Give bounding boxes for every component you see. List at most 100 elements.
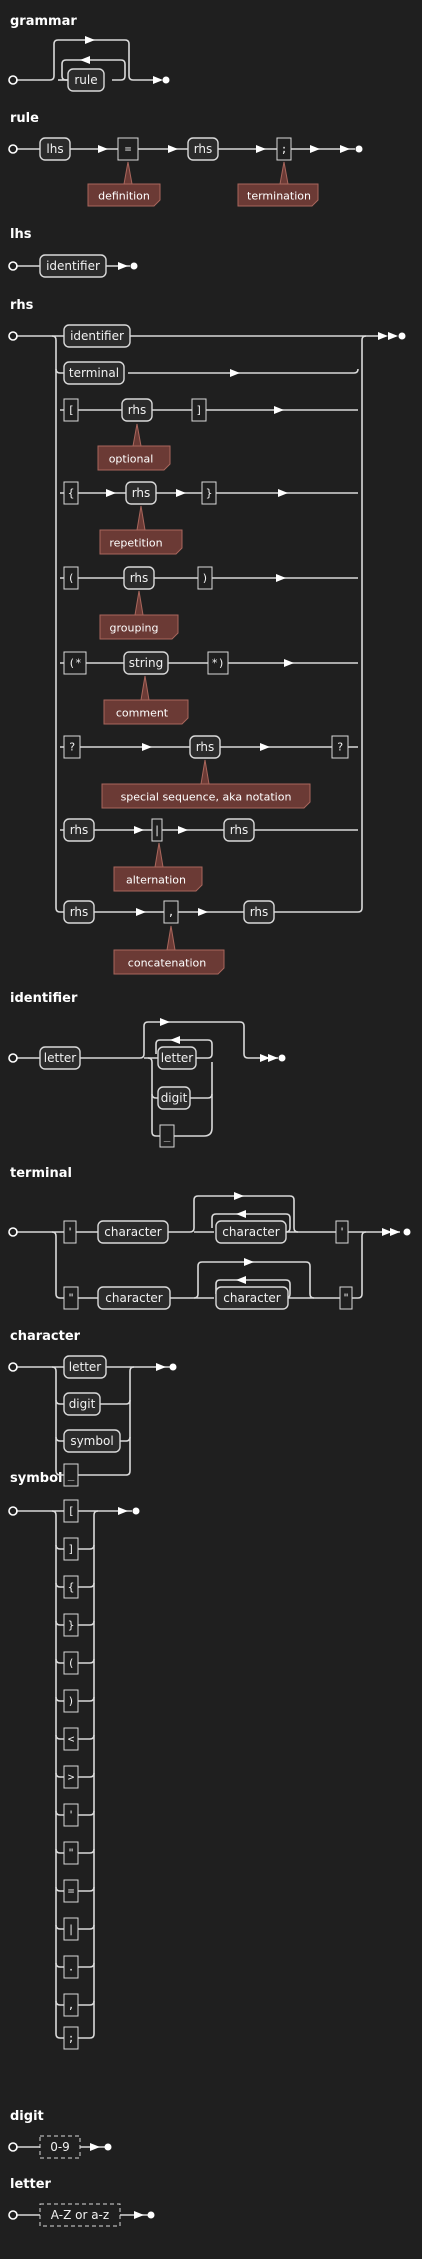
diagram-letter: A-Z or a-z: [8, 2203, 155, 2227]
symbol-squote[interactable]: ': [63, 1803, 79, 1827]
rule-semicolon-terminal[interactable]: ;: [276, 137, 292, 161]
svg-text:{: {: [68, 487, 75, 500]
symbol-equals[interactable]: =: [63, 1879, 79, 1903]
svg-text:rhs: rhs: [230, 823, 249, 837]
terminal-character-node-2[interactable]: character: [97, 1286, 171, 1310]
rhs-identifier-node[interactable]: identifier: [63, 324, 131, 348]
rhs-alternation-left-node[interactable]: rhs: [63, 818, 95, 842]
rhs-lparen-terminal[interactable]: (: [63, 566, 79, 590]
svg-text:,: ,: [68, 1999, 75, 2012]
character-end-terminal: [169, 1363, 177, 1371]
svg-text:letter: letter: [69, 1360, 102, 1374]
svg-text:{: {: [68, 1581, 75, 1594]
identifier-underscore-terminal[interactable]: _: [159, 1124, 175, 1148]
svg-text:rhs: rhs: [196, 740, 215, 754]
symbol-rparen[interactable]: ): [63, 1689, 79, 1713]
rhs-alternation-right-node[interactable]: rhs: [223, 818, 255, 842]
symbol-lbracket[interactable]: [: [63, 1499, 79, 1523]
rhs-rbracket-terminal[interactable]: ]: [191, 398, 207, 422]
rhs-start-terminal: [8, 331, 18, 341]
terminal-character-node-1[interactable]: character: [97, 1220, 169, 1244]
symbol-lbrace[interactable]: {: [63, 1575, 79, 1599]
terminal-dquote-open[interactable]: ": [63, 1286, 79, 1310]
identifier-loop-letter-node[interactable]: letter: [157, 1046, 197, 1070]
note-alternation: alternation: [113, 842, 203, 892]
grammar-rule-node[interactable]: rule: [67, 68, 105, 92]
rhs-concatenation-left-node[interactable]: rhs: [63, 900, 95, 924]
rhs-rbrace-terminal[interactable]: }: [201, 481, 217, 505]
svg-text:string: string: [129, 656, 163, 670]
digit-start-terminal: [8, 2142, 18, 2152]
terminal-dquote-close[interactable]: ": [339, 1286, 353, 1310]
rule-title-digit: digit: [10, 2109, 44, 2124]
rhs-rparen-terminal[interactable]: ): [197, 566, 213, 590]
symbol-period[interactable]: .: [63, 1955, 79, 1979]
rhs-optional-rhs-node[interactable]: rhs: [121, 398, 153, 422]
svg-text:<: <: [68, 1733, 75, 1746]
symbol-rbracket[interactable]: ]: [63, 1537, 79, 1561]
symbol-lt[interactable]: <: [63, 1727, 79, 1751]
symbol-lparen[interactable]: (: [63, 1651, 79, 1675]
diagram-character: letter digit symbol _: [8, 1355, 177, 1487]
rhs-comma-terminal[interactable]: ,: [163, 900, 179, 924]
svg-text:(*: (*: [68, 657, 81, 670]
lhs-start-terminal: [8, 261, 18, 271]
symbol-semicolon[interactable]: ;: [63, 2026, 79, 2050]
rhs-comment-close-terminal[interactable]: *): [207, 651, 229, 675]
symbol-pipe[interactable]: |: [63, 1917, 79, 1941]
rhs-comment-open-terminal[interactable]: (*: [63, 651, 87, 675]
character-letter-node[interactable]: letter: [63, 1355, 107, 1379]
rhs-grouping-rhs-node[interactable]: rhs: [123, 566, 155, 590]
digit-range-node[interactable]: 0-9: [39, 2135, 81, 2159]
character-digit-node[interactable]: digit: [63, 1392, 101, 1416]
rhs-concatenation-right-node[interactable]: rhs: [243, 900, 275, 924]
svg-text:0-9: 0-9: [50, 2140, 70, 2154]
rhs-string-node[interactable]: string: [123, 651, 169, 675]
rhs-question-close-terminal[interactable]: ?: [331, 735, 349, 759]
rhs-pipe-terminal[interactable]: |: [151, 818, 163, 842]
identifier-loop-digit-node[interactable]: digit: [157, 1086, 191, 1110]
diagram-grammar: rule: [8, 36, 170, 92]
svg-text:]: ]: [196, 404, 203, 417]
character-symbol-node[interactable]: symbol: [63, 1429, 121, 1453]
identifier-letter-node[interactable]: letter: [39, 1046, 81, 1070]
symbol-gt[interactable]: >: [63, 1765, 79, 1789]
terminal-squote-open[interactable]: ': [63, 1220, 77, 1244]
svg-text:[: [: [68, 1505, 75, 1518]
symbol-rbrace[interactable]: }: [63, 1613, 79, 1637]
svg-text:rhs: rhs: [194, 142, 213, 156]
rhs-special-rhs-node[interactable]: rhs: [189, 735, 221, 759]
terminal-character-loop-node-1[interactable]: character: [215, 1220, 287, 1244]
lhs-identifier-node[interactable]: identifier: [39, 254, 107, 278]
rhs-lbrace-terminal[interactable]: {: [63, 481, 79, 505]
rhs-repetition-rhs-node[interactable]: rhs: [125, 481, 157, 505]
svg-text:character: character: [223, 1291, 281, 1305]
rhs-terminal-node[interactable]: terminal: [63, 361, 125, 385]
rhs-question-open-terminal[interactable]: ?: [63, 735, 81, 759]
letter-start-terminal: [8, 2210, 18, 2220]
rule-title-symbol: symbol: [10, 1471, 62, 1486]
svg-text:lhs: lhs: [46, 142, 63, 156]
symbol-dquote[interactable]: ": [63, 1841, 79, 1865]
svg-text:character: character: [104, 1225, 162, 1239]
rule-rhs-node[interactable]: rhs: [187, 137, 219, 161]
rule-title-rhs: rhs: [10, 298, 34, 313]
svg-text:|: |: [154, 824, 161, 837]
rule-lhs-node[interactable]: lhs: [39, 137, 71, 161]
svg-text:): ): [202, 572, 209, 585]
note-termination: termination: [237, 161, 319, 207]
rhs-end-terminal: [398, 332, 406, 340]
character-underscore-terminal[interactable]: _: [63, 1463, 79, 1487]
diagram-symbol: [ ] { } ( ) < > ' " = | . , ;: [8, 1499, 140, 2050]
symbol-comma[interactable]: ,: [63, 1993, 79, 2017]
svg-text:alternation: alternation: [126, 874, 186, 887]
letter-range-node[interactable]: A-Z or a-z: [39, 2203, 121, 2227]
svg-text:': ': [339, 1226, 346, 1239]
svg-text:terminal: terminal: [69, 366, 119, 380]
terminal-character-loop-node-2[interactable]: character: [215, 1286, 289, 1310]
rhs-lbracket-terminal[interactable]: [: [63, 398, 79, 422]
terminal-squote-close[interactable]: ': [335, 1220, 349, 1244]
svg-text:digit: digit: [161, 1091, 188, 1105]
digit-end-terminal: [104, 2143, 112, 2151]
rule-equals-terminal[interactable]: =: [117, 137, 139, 161]
